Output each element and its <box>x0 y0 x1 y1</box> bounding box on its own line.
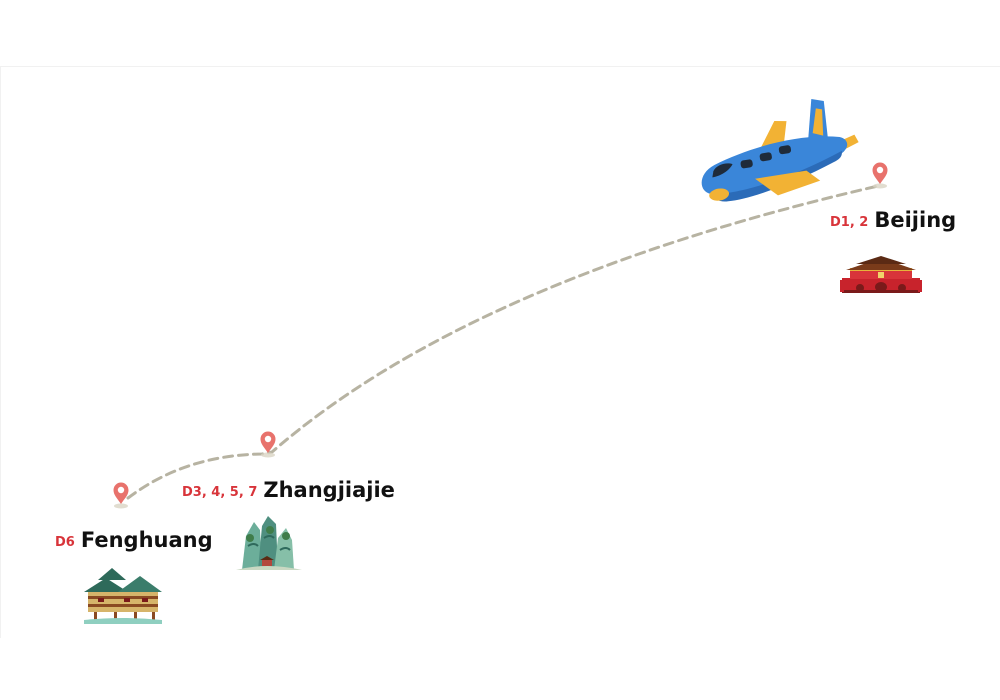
city-name: Fenghuang <box>80 528 213 552</box>
stop-label-fenghuang: D6 Fenghuang <box>55 530 213 551</box>
day-label: D1, 2 <box>830 215 869 230</box>
stop-label-beijing: D1, 2 Beijing <box>830 210 956 231</box>
karst-mountains-icon <box>236 516 302 570</box>
tiananmen-gate-icon <box>840 256 922 293</box>
airplane-icon <box>701 98 859 202</box>
day-label: D6 <box>55 535 75 550</box>
city-name: Zhangjiajie <box>263 478 395 502</box>
route-path <box>126 184 880 500</box>
map-panel <box>0 66 1000 638</box>
stop-label-zhangjiajie: D3, 4, 5, 7 Zhangjiajie <box>182 480 395 501</box>
city-name: Beijing <box>874 208 957 232</box>
stilted-houses-icon <box>84 568 162 624</box>
day-label: D3, 4, 5, 7 <box>182 485 258 500</box>
pin-fenghuang-icon[interactable] <box>113 482 129 509</box>
pin-zhangjiajie-icon[interactable] <box>260 431 276 458</box>
pin-beijing-icon[interactable] <box>872 162 888 189</box>
